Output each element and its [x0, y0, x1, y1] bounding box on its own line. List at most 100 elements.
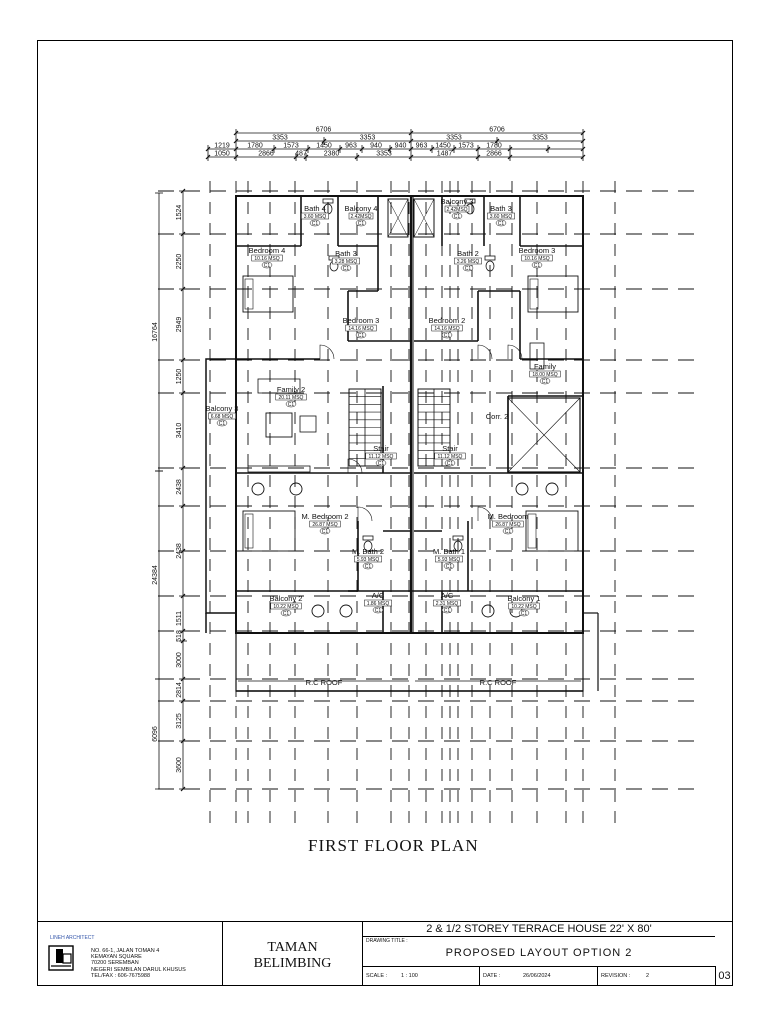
project-line: TAMAN: [267, 940, 318, 955]
dimension-label: 1450: [435, 143, 451, 150]
dimension-label: 2380: [324, 151, 340, 158]
dimension-label: 1573: [458, 143, 474, 150]
dimension-label: 3410: [176, 423, 183, 439]
architect-logo-icon: [48, 945, 74, 971]
room-area: 3.28 MSQ: [335, 259, 358, 265]
dimension-label: 1219: [214, 143, 230, 150]
room-name: Bath 4: [304, 204, 326, 213]
room-area: 3.60 MSQ: [304, 214, 327, 220]
room-tag: C1: [264, 263, 271, 269]
drawing-info: 2 & 1/2 STOREY TERRACE HOUSE 22' X 80' D…: [363, 922, 732, 986]
room-area: 11.12 MSQ: [369, 454, 394, 460]
dimension-label: 2250: [176, 254, 183, 270]
room-area: 26.87 MSQ: [312, 522, 337, 528]
address-line: KEMAYAN SQUARE: [91, 954, 142, 961]
room-name: Balcony 2: [270, 594, 303, 603]
room-name: Stair: [373, 444, 389, 453]
room-tag: C1: [454, 214, 461, 220]
room-tag: C1: [444, 608, 451, 614]
room-area: 14.16 MSQ: [348, 326, 373, 332]
room-name: M. Bath 1: [433, 547, 465, 556]
firm-address: NO. 66-1, JALAN TOMAN 4 KEMAYAN SQUARE 7…: [91, 948, 186, 979]
dimension-label: 3125: [176, 713, 183, 729]
drawing-title-caption: DRAWING TITLE :: [366, 938, 408, 944]
dimension-label: 1780: [247, 143, 263, 150]
room-name: Family: [534, 362, 556, 371]
room-area: 2.42MSQ: [446, 207, 467, 213]
room-name: Bath 2: [457, 249, 479, 258]
room-tag: C1: [375, 608, 382, 614]
drawing-title: PROPOSED LAYOUT OPTION 2: [445, 947, 633, 959]
room-area: 5.93 MSQ: [357, 557, 380, 563]
room-tag: C1: [365, 564, 372, 570]
room-tag: C1: [447, 461, 454, 467]
room-tag: C1: [444, 333, 451, 339]
room-name: Balcony 3: [206, 404, 239, 413]
revision-value: 2: [646, 973, 650, 979]
room-area: 20.11 MSQ: [279, 395, 304, 401]
room-tag: C1: [498, 221, 505, 227]
dimension-label: 518: [176, 630, 183, 642]
dimension-label: 2949: [176, 317, 183, 333]
room-area: 14.16 MSQ: [434, 326, 459, 332]
room-name: Bath 3: [490, 204, 512, 213]
project-line: BELIMBING: [253, 956, 332, 971]
dimension-label: 3353: [532, 135, 548, 142]
room-area: 10.22 MSQ: [511, 604, 536, 610]
room-name: R.C ROOF: [480, 678, 517, 687]
room-area: 1.86 MSQ: [367, 601, 390, 607]
dimension-label: 24384: [152, 565, 159, 585]
date-caption: DATE :: [483, 973, 501, 979]
room-tag: C1: [343, 266, 350, 272]
room-area: 6.68 MSQ: [211, 414, 234, 420]
room-name: Bedroom 3: [519, 246, 556, 255]
room-name: M. Bath 2: [352, 547, 384, 556]
scale-caption: SCALE :: [366, 973, 388, 979]
dimension-label: 1050: [214, 151, 230, 158]
dimension-label: 6096: [152, 726, 159, 742]
scale-value: 1 : 100: [401, 973, 418, 979]
dimension-label: 487: [295, 151, 307, 158]
room-area: 2.42MSQ: [350, 214, 371, 220]
dimension-label: 6706: [489, 127, 505, 134]
dimension-label: 3353: [360, 135, 376, 142]
room-tag: C1: [312, 221, 319, 227]
room-name: M. Bedroom: [488, 512, 529, 521]
room-tag: C1: [378, 461, 385, 467]
room-name: Bedroom 3: [343, 316, 380, 325]
dimension-label: 1450: [316, 143, 332, 150]
room-area: 3.26 MSQ: [457, 259, 480, 265]
dimension-label: 2814: [176, 682, 183, 698]
room-name: Bedroom 2: [429, 316, 466, 325]
room-name: Balcony 1: [508, 594, 541, 603]
room-tag: C1: [288, 402, 295, 408]
room-area: 18.00 MSQ: [532, 372, 557, 378]
address-line: TEL/FAX : 606-7675988: [91, 972, 151, 979]
room-name: Family 2: [277, 385, 305, 394]
dimension-label: 963: [416, 143, 428, 150]
dimension-label: 3600: [176, 757, 183, 773]
room-name: A/C: [441, 591, 454, 600]
dimension-label: 2866: [258, 151, 274, 158]
dimension-label: 1250: [176, 369, 183, 385]
dimension-label: 3353: [376, 151, 392, 158]
dimension-label: 940: [370, 143, 382, 150]
dimension-label: 1573: [283, 143, 299, 150]
room-area: 5.93 MSQ: [438, 557, 461, 563]
plan-title: FIRST FLOOR PLAN: [308, 836, 479, 855]
room-tag: C1: [534, 263, 541, 269]
dimension-label: 3353: [272, 135, 288, 142]
room-name: M. Bedroom 2: [301, 512, 348, 521]
room-tag: C1: [446, 564, 453, 570]
room-tag: C1: [283, 611, 290, 617]
title-block: LINEH ARCHITECT NO. 66-1, JALAN TOMAN 4 …: [38, 921, 732, 986]
dimension-label: 1780: [486, 143, 502, 150]
room-name: Corr. 2: [486, 412, 509, 421]
room-area: 2.31 MSQ: [436, 601, 459, 607]
dimension-label: 940: [395, 143, 407, 150]
project-name: TAMAN BELIMBING: [223, 922, 363, 986]
drawing-title-row: DRAWING TITLE : PROPOSED LAYOUT OPTION 2: [363, 936, 715, 967]
room-tag: C1: [542, 379, 549, 385]
room-area: 11.12 MSQ: [438, 454, 463, 460]
